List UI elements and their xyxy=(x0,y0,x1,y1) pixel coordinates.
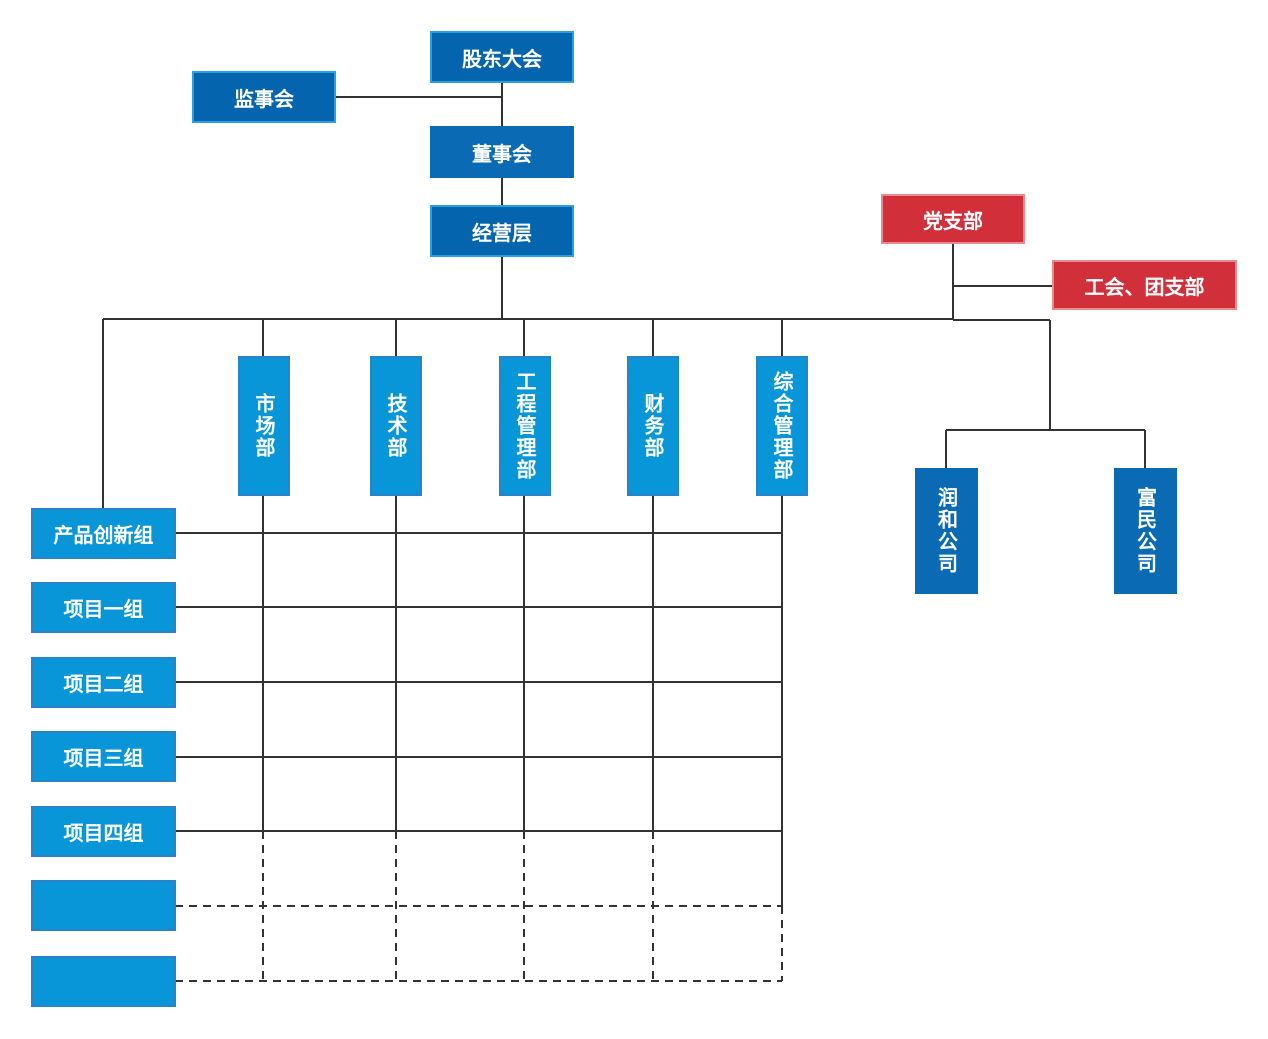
shareholders-box[interactable]: 股东大会 xyxy=(430,31,574,83)
group-innovation-box[interactable]: 产品创新组 xyxy=(31,508,176,559)
group-label: 项目三组 xyxy=(63,746,144,770)
supervisors-label: 监事会 xyxy=(234,86,294,111)
department-engineering-box[interactable]: 工程管理部 xyxy=(499,356,551,496)
subsidiary-runhe-box[interactable]: 润和公司 xyxy=(915,468,978,594)
department-admin-box[interactable]: 综合管理部 xyxy=(756,356,808,496)
group-project-4-box[interactable]: 项目四组 xyxy=(31,806,176,857)
union-box[interactable]: 工会、团支部 xyxy=(1052,260,1237,310)
management-box[interactable]: 经营层 xyxy=(430,205,574,257)
department-label: 工程管理部 xyxy=(513,371,537,481)
subsidiary-label: 润和公司 xyxy=(934,487,959,575)
department-label: 市场部 xyxy=(252,393,276,459)
department-market-box[interactable]: 市场部 xyxy=(238,356,290,496)
group-project-2-box[interactable]: 项目二组 xyxy=(31,657,176,708)
group-project-1-box[interactable]: 项目一组 xyxy=(31,582,176,633)
department-finance-box[interactable]: 财务部 xyxy=(627,356,679,496)
department-label: 财务部 xyxy=(641,393,665,459)
group-label: 产品创新组 xyxy=(53,523,154,547)
group-label: 项目四组 xyxy=(63,821,144,845)
group-label: 项目一组 xyxy=(63,597,144,621)
subsidiary-fumin-box[interactable]: 富民公司 xyxy=(1114,468,1177,594)
party-branch-box[interactable]: 党支部 xyxy=(881,194,1025,244)
group-empty-1-box[interactable] xyxy=(31,880,176,931)
management-label: 经营层 xyxy=(472,220,532,245)
supervisors-box[interactable]: 监事会 xyxy=(192,71,336,123)
group-empty-2-box[interactable] xyxy=(31,956,176,1007)
union-label: 工会、团支部 xyxy=(1084,274,1205,299)
group-label: 项目二组 xyxy=(63,672,144,696)
group-project-3-box[interactable]: 项目三组 xyxy=(31,731,176,782)
department-label: 综合管理部 xyxy=(770,371,794,481)
department-label: 技术部 xyxy=(384,393,408,459)
shareholders-label: 股东大会 xyxy=(462,46,542,71)
board-label: 董事会 xyxy=(472,141,532,166)
subsidiary-label: 富民公司 xyxy=(1133,487,1158,575)
party-branch-label: 党支部 xyxy=(923,208,983,233)
board-box[interactable]: 董事会 xyxy=(430,126,574,178)
department-tech-box[interactable]: 技术部 xyxy=(370,356,422,496)
